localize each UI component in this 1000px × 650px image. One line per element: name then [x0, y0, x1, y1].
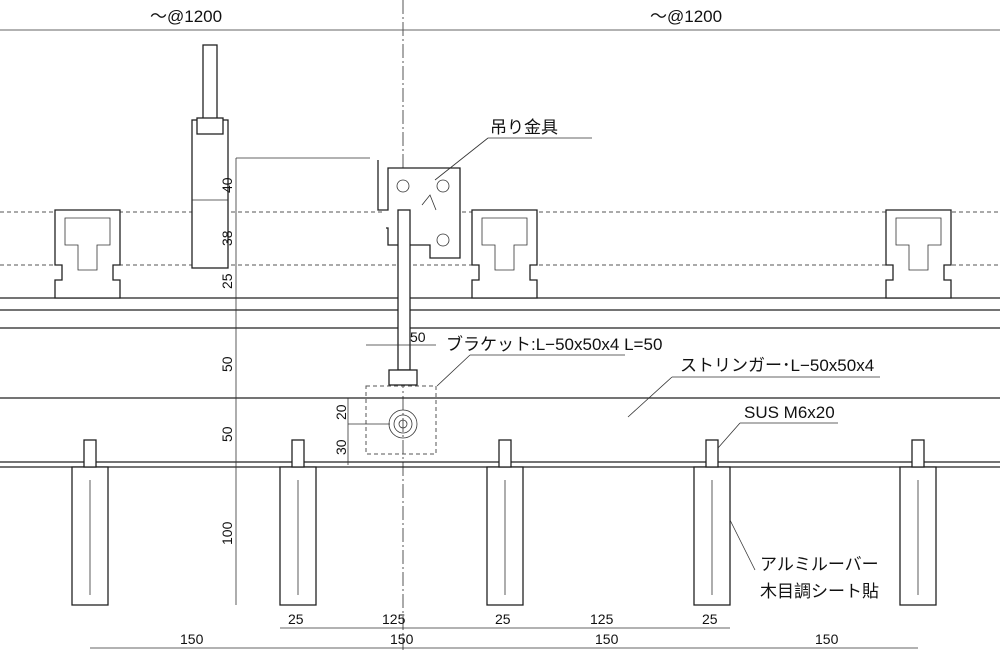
dim-50-lower: 50 — [219, 426, 235, 442]
hanger-bracket — [377, 160, 461, 371]
spacing-label-left: 〜@1200 — [150, 7, 222, 26]
dim-25-b: 25 — [495, 611, 511, 627]
callout-louver-line2: 木目調シート貼 — [760, 582, 879, 601]
louver — [71, 439, 109, 606]
dim-150-b: 150 — [390, 631, 414, 647]
bracket — [365, 344, 437, 455]
dim-25: 25 — [219, 273, 235, 289]
channel-center — [471, 209, 538, 299]
bracket-width-dim: 50 — [410, 329, 426, 345]
dim-125-b: 125 — [590, 611, 614, 627]
channel-right — [885, 209, 952, 299]
louvers — [71, 439, 937, 606]
louver — [899, 439, 937, 606]
dim-150-c: 150 — [595, 631, 619, 647]
louver — [693, 439, 731, 606]
dim-150-a: 150 — [180, 631, 204, 647]
spacing-label-right: 〜@1200 — [650, 7, 722, 26]
dim-50-upper: 50 — [219, 356, 235, 372]
dim-25-a: 25 — [288, 611, 304, 627]
dim-40: 40 — [219, 177, 235, 193]
dim-125-a: 125 — [382, 611, 406, 627]
dim-25-c: 25 — [702, 611, 718, 627]
callout-louver-line1: アルミルーバー — [760, 555, 879, 574]
dim-38: 38 — [219, 230, 235, 246]
dim-150-d: 150 — [815, 631, 839, 647]
louver — [486, 439, 524, 606]
bracket-dim-20: 20 — [333, 404, 349, 420]
bottom-dims: 25 125 25 125 25 150 150 150 150 — [90, 611, 918, 649]
bracket-dim-30: 30 — [333, 439, 349, 455]
dim-100: 100 — [219, 521, 235, 545]
callout-bracket: ブラケット:L−50x50x4 L=50 — [446, 334, 662, 354]
callout-hanger: 吊り金具 — [490, 118, 558, 137]
callout-bolt: SUS M6x20 — [744, 403, 835, 422]
callout-stringer: ストリンガー･L−50x50x4 — [680, 356, 874, 375]
louver — [279, 439, 317, 606]
vertical-dims: 40 38 25 50 50 100 20 30 — [219, 177, 390, 545]
hanger-rod — [191, 44, 229, 269]
channel-left — [54, 209, 121, 299]
